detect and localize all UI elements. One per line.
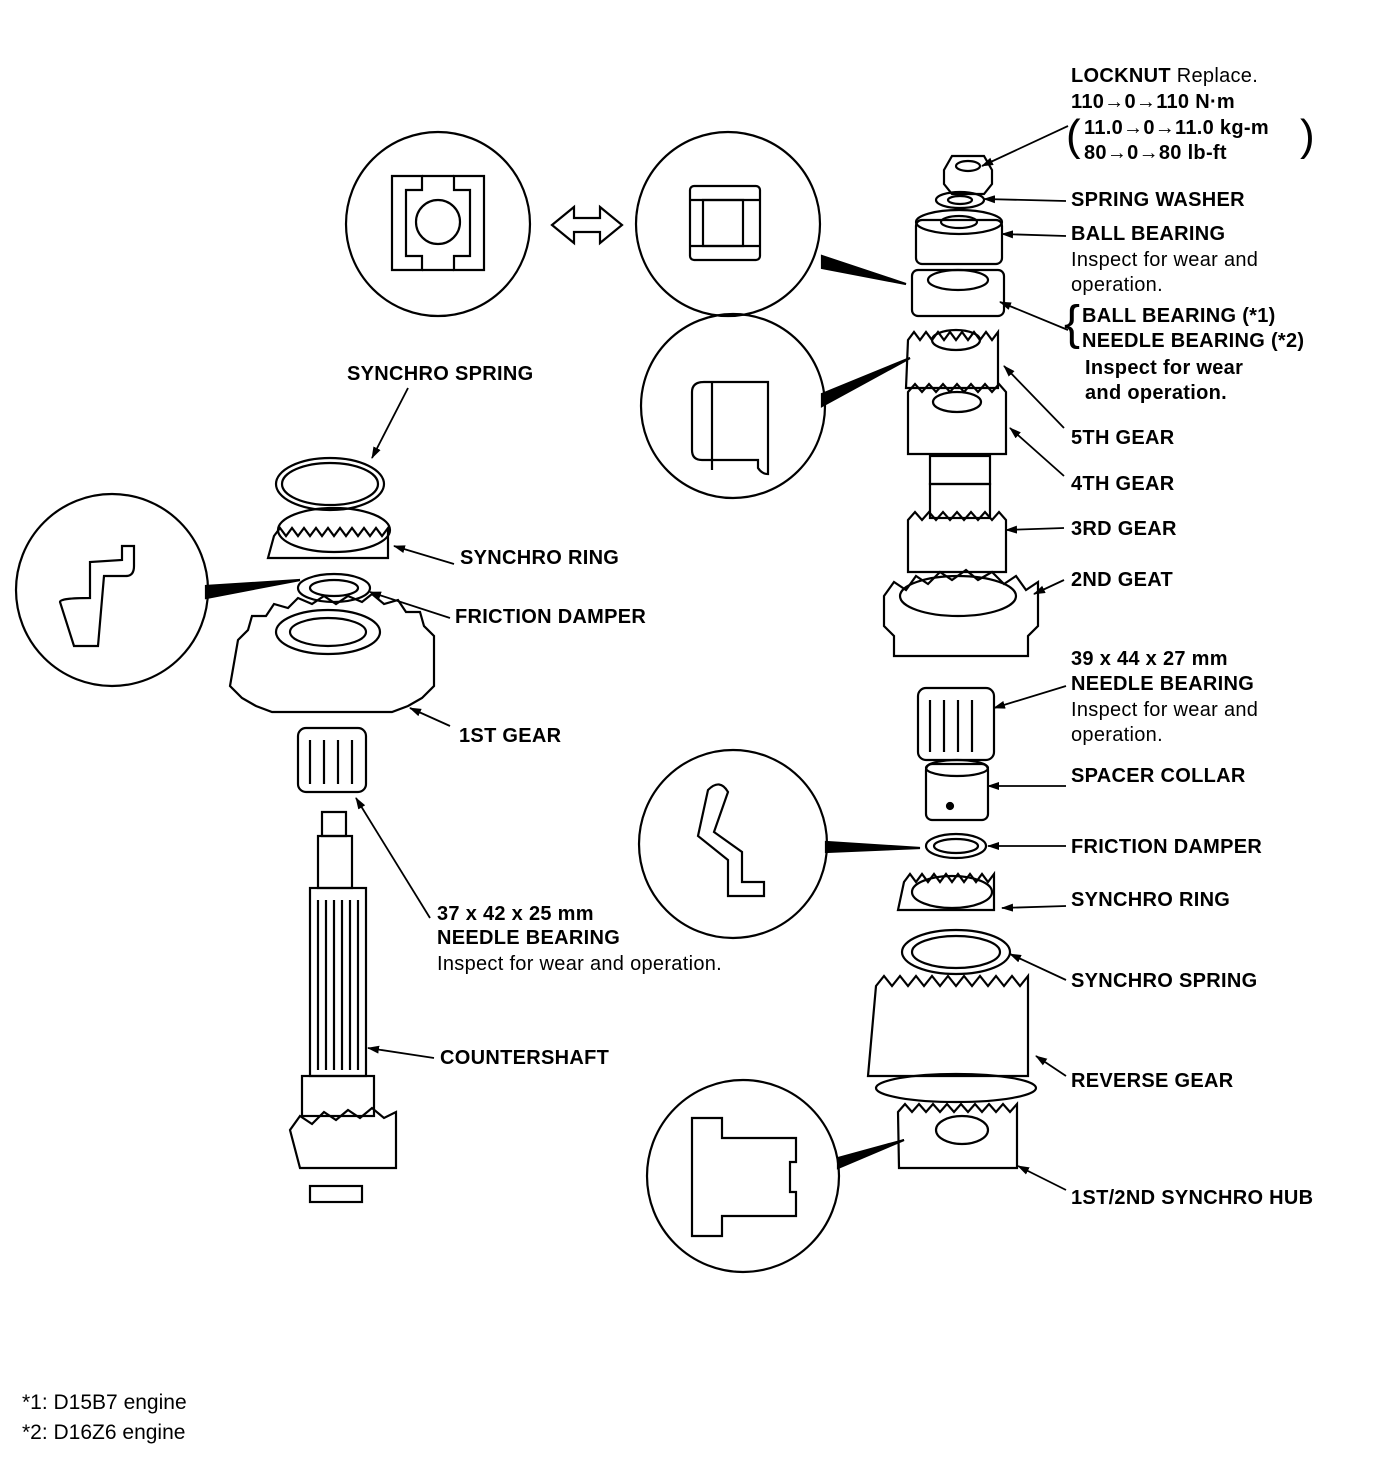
bearing-alt-label-2: NEEDLE BEARING (*2) (1082, 330, 1305, 352)
needle-bearing-note-2: operation. (1071, 724, 1163, 746)
footnote-1: *1: D15B7 engine (22, 1391, 187, 1414)
gear-1st-label: 1ST GEAR (459, 725, 562, 747)
countershaft-assembly (228, 456, 436, 1204)
double-arrow-icon (550, 204, 624, 246)
synchro-spring-counter-label: SYNCHRO SPRING (347, 363, 534, 385)
spring-washer-label: SPRING WASHER (1071, 189, 1245, 211)
countershaft-label: COUNTERSHAFT (440, 1047, 610, 1069)
reverse-gear-label: REVERSE GEAR (1071, 1070, 1234, 1092)
synchro-spring-main-label: SYNCHRO SPRING (1071, 970, 1258, 992)
friction-damper-counter-label: FRICTION DAMPER (455, 606, 647, 628)
gear-4th-label: 4TH GEAR (1071, 473, 1175, 495)
ball-bearing-note-2: operation. (1071, 274, 1163, 296)
gear-2nd-label: 2ND GEAT (1071, 569, 1174, 591)
bearing-alt-label-1: BALL BEARING (*1) (1082, 305, 1276, 327)
synchro-hub-label: 1ST/2ND SYNCHRO HUB (1071, 1187, 1314, 1209)
locknut-torque-nm: 110→0→110 N·m (1071, 91, 1235, 113)
bearing-alt-brace: { (1064, 297, 1081, 350)
synchro-ring-counter-label: SYNCHRO RING (460, 547, 620, 569)
synchro-ring-main-label: SYNCHRO RING (1071, 889, 1231, 911)
gear-3rd-label: 3RD GEAR (1071, 518, 1177, 540)
counter-needle-bearing-size: 37 x 42 x 25 mm (437, 903, 594, 925)
mainshaft-assembly (866, 154, 1040, 1170)
detail-circle-synchro-ring-top (344, 130, 532, 318)
detail-circle-5th-gear (639, 312, 827, 500)
locknut-name: LOCKNUT (1071, 65, 1171, 87)
counter-needle-bearing-label: NEEDLE BEARING (437, 927, 621, 949)
spacer-collar-label: SPACER COLLAR (1071, 765, 1246, 787)
detail-circle-synchro-ring-alt (634, 130, 822, 318)
bearing-alt-note-1: Inspect for wear (1085, 357, 1244, 379)
footnote-2: *2: D16Z6 engine (22, 1421, 186, 1444)
torque-paren-right: ) (1300, 111, 1315, 160)
locknut-torque-kgm: 11.0→0→11.0 kg-m (1084, 117, 1269, 139)
ball-bearing-note-1: Inspect for wear and (1071, 249, 1259, 271)
ball-bearing-label: BALL BEARING (1071, 223, 1226, 245)
detail-circle-friction-damper-mainshaft (637, 748, 829, 940)
detail-circle-friction-damper-countershaft (14, 492, 210, 688)
gear-5th-label: 5TH GEAR (1071, 427, 1175, 449)
counter-needle-bearing-note: Inspect for wear and operation. (437, 953, 723, 975)
torque-paren-left: ( (1066, 111, 1081, 160)
locknut-note: Replace. (1176, 65, 1259, 87)
locknut-torque-lbft: 80→0→80 lb-ft (1084, 142, 1227, 164)
needle-bearing-size: 39 x 44 x 27 mm (1071, 648, 1228, 670)
detail-circle-synchro-hub (645, 1078, 841, 1274)
locknut-label: LOCKNUT Replace. (1071, 64, 1258, 89)
friction-damper-main-label: FRICTION DAMPER (1071, 836, 1263, 858)
needle-bearing-label: NEEDLE BEARING (1071, 673, 1255, 695)
needle-bearing-note-1: Inspect for wear and (1071, 699, 1259, 721)
bearing-alt-note-2: and operation. (1085, 382, 1227, 404)
